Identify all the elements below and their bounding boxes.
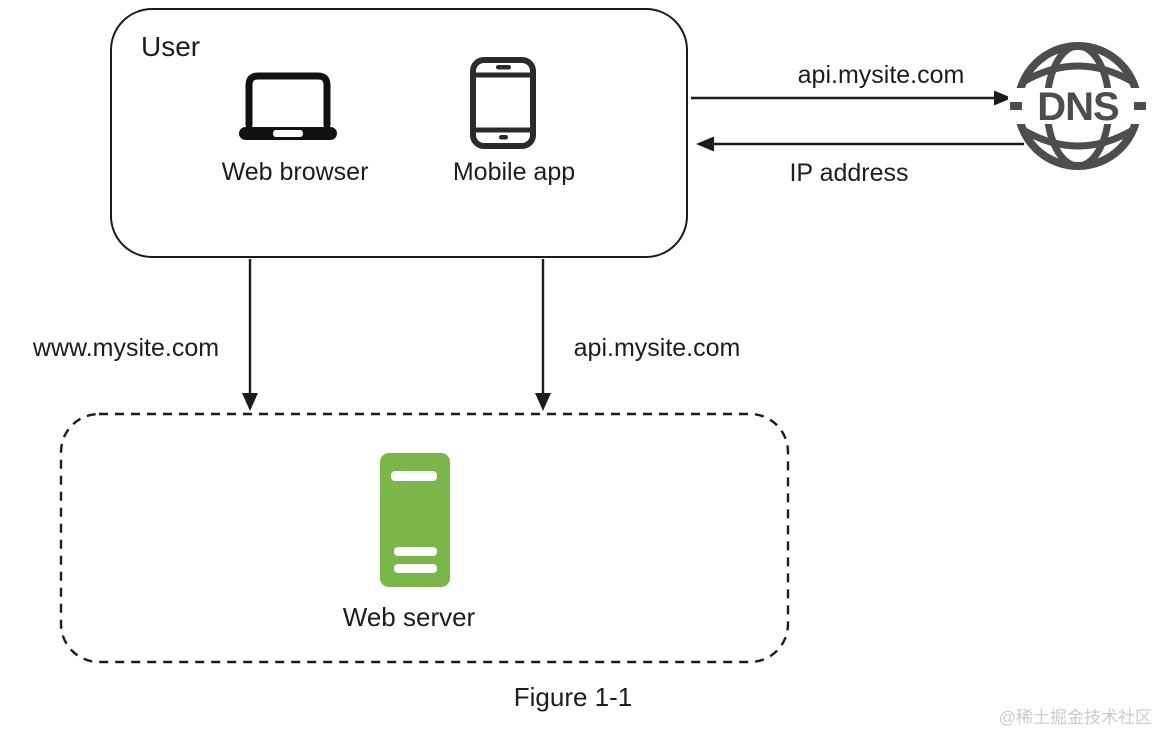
server-slot [394,564,437,573]
user-box-title: User [141,31,201,62]
watermark: @稀土掘金技术社区 [998,708,1152,727]
api-arrow-label: api.mysite.com [573,334,741,362]
mobile-app-label: Mobile app [452,158,576,186]
www-arrow-label: www.mysite.com [32,334,220,362]
smartphone-icon [470,57,536,149]
web-server-label: Web server [342,602,476,632]
dns-request-label: api.mysite.com [797,61,965,89]
figure-caption: Figure 1-1 [513,682,633,712]
dns-response-label: IP address [789,159,909,187]
user-box [110,8,688,258]
server-icon [380,453,450,587]
globe-dns-icon: DNS [1008,42,1148,170]
arrow-dns-request [691,90,1012,106]
server-slot [394,547,437,556]
dns-label: DNS [1037,85,1119,129]
arrow-dns-response [696,136,1024,152]
laptop-icon [239,72,337,140]
web-browser-label: Web browser [221,158,369,186]
server-slot [391,471,437,481]
